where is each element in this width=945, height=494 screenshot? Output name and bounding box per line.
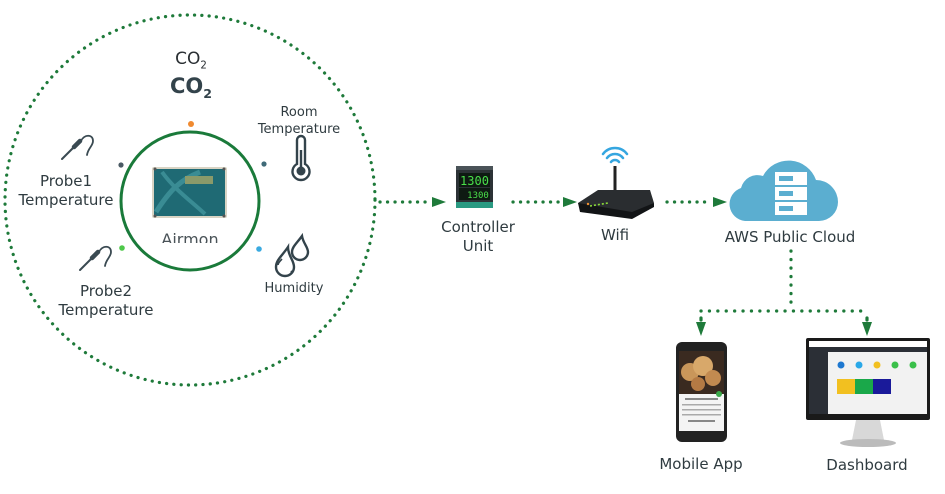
droplets-icon [274,232,310,278]
arrow-head [563,197,577,207]
humidity-label: Humidity [264,281,324,296]
airmon-label: Airmon [161,231,219,244]
sensor-zone-dotted-ring [3,13,377,387]
cloud-label: AWS Public Cloud [724,228,856,246]
probe1-temperature-label: Probe1 Temperature [18,172,114,209]
controller-display-top: 1300 [460,174,489,188]
arrow-head [696,322,706,336]
arrow-head [862,322,872,336]
mobile-phone-icon [676,342,727,442]
wifi-signal-icon [601,146,629,164]
cloud-icon [729,160,838,221]
dashboard-monitor-icon [806,338,930,447]
arrow-head [713,197,727,207]
airmon-device-icon [152,167,227,218]
airmon-ring [119,130,261,272]
controller-unit-icon: 1300 1300 [456,166,493,208]
wifi-label: Wifi [600,226,630,244]
probe2-dot [119,245,125,251]
probe1-dot [118,162,124,168]
probe1-icon [61,134,94,160]
thermometer-icon [291,134,311,182]
airmon-label-clip: Airmon [150,231,230,244]
wifi-router-icon [578,166,654,219]
probe2-temperature-label: Probe2 Temperature [58,282,154,319]
room-temperature-label: Room Temperature [257,105,341,137]
mobile-app-label: Mobile App [659,455,743,473]
controller-unit-label: Controller Unit [441,218,515,255]
dashboard-label: Dashboard [826,456,908,474]
arrow-head [432,197,446,207]
probe2-icon [79,245,112,271]
co2-label-small: CO2 [175,49,207,72]
co2-dot [188,121,194,127]
co2-label-large: CO2 [169,74,213,102]
controller-display-bottom: 1300 [467,191,489,201]
humidity-dot [256,246,262,252]
room-temp-dot [261,161,267,167]
